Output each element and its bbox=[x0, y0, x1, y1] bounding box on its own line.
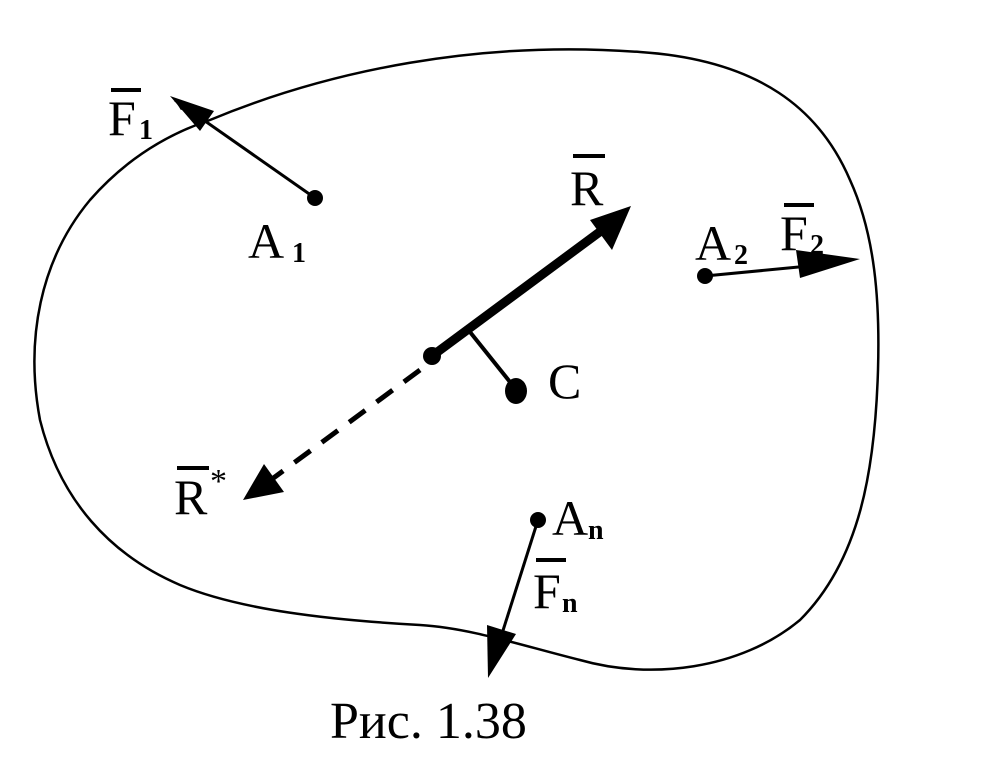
label-r-star: R * bbox=[174, 463, 227, 525]
resultant-r-arrowhead bbox=[590, 206, 631, 250]
label-r: R bbox=[570, 154, 605, 216]
label-f2-main: F bbox=[780, 205, 808, 261]
label-r-star-main: R bbox=[174, 469, 208, 525]
resultant-r-vector bbox=[429, 224, 608, 360]
label-a2: A 2 bbox=[695, 215, 748, 271]
label-r-main: R bbox=[570, 160, 604, 216]
force-fn-arrowhead bbox=[487, 625, 516, 678]
point-a1 bbox=[307, 190, 323, 206]
label-fn-main: F bbox=[533, 563, 561, 619]
label-r-star-sup: * bbox=[210, 463, 227, 500]
label-f2-sub: 2 bbox=[810, 230, 824, 261]
label-a2-main: A bbox=[695, 215, 731, 271]
label-an-sub: n bbox=[588, 515, 604, 546]
point-an bbox=[530, 512, 546, 528]
force-f1-arrowhead bbox=[170, 96, 214, 131]
force-f2-arrowhead bbox=[796, 250, 860, 278]
rigid-body-outline bbox=[33, 48, 880, 671]
force-fn-vector bbox=[498, 519, 540, 641]
label-an: A n bbox=[552, 490, 604, 546]
reaction-r-star-vector bbox=[266, 367, 422, 485]
label-a1: A 1 bbox=[248, 213, 306, 269]
point-r-origin bbox=[423, 347, 441, 365]
label-fn: F n bbox=[533, 558, 578, 619]
figure-caption: Рис. 1.38 bbox=[330, 693, 527, 750]
label-f1: F 1 bbox=[108, 88, 153, 146]
label-a1-main: A bbox=[248, 213, 284, 269]
point-a2 bbox=[697, 268, 713, 284]
label-c-main: C bbox=[548, 353, 581, 409]
reaction-r-star-arrowhead bbox=[243, 464, 284, 500]
label-f1-main: F bbox=[108, 90, 136, 146]
lever-arm-line bbox=[468, 330, 512, 384]
point-c bbox=[505, 378, 527, 404]
label-a2-sub: 2 bbox=[734, 240, 748, 271]
label-c: C bbox=[548, 353, 581, 409]
label-f2: F 2 bbox=[780, 203, 824, 261]
label-fn-sub: n bbox=[562, 588, 578, 619]
label-a1-sub: 1 bbox=[292, 238, 306, 269]
label-f1-sub: 1 bbox=[139, 115, 153, 146]
label-an-main: A bbox=[552, 490, 588, 546]
